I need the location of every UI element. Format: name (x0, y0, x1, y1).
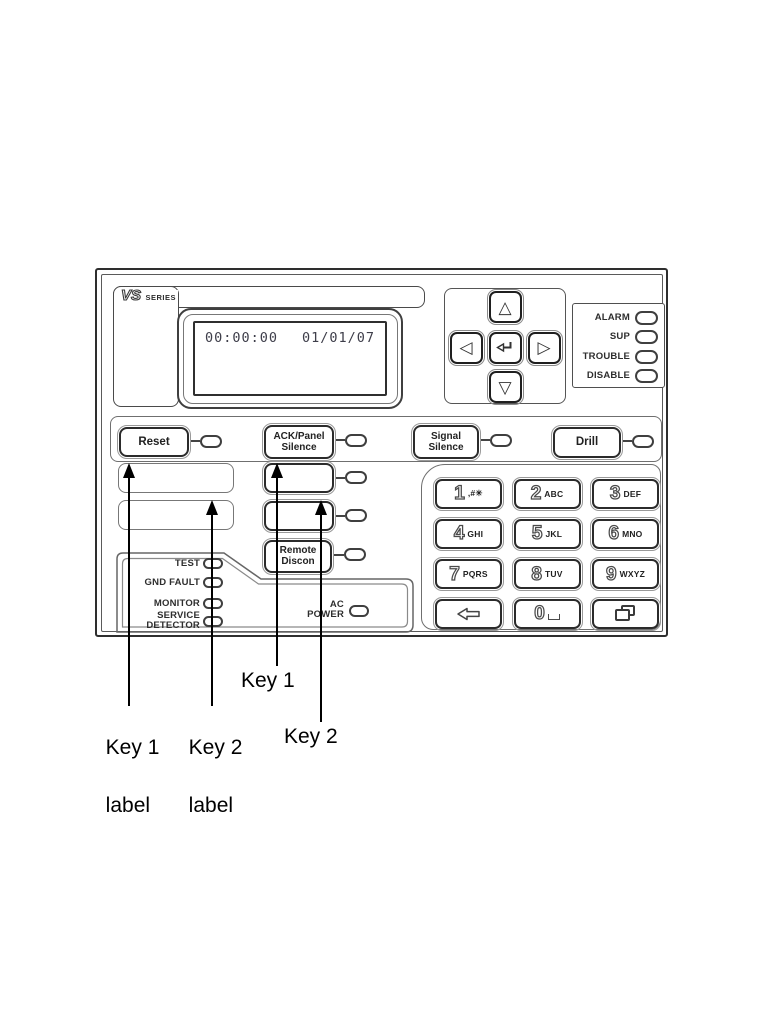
lower-left-section-outline (116, 552, 414, 633)
status-led-row-sup: SUP (573, 328, 664, 348)
status-led-row-disable: DISABLE (573, 367, 664, 387)
signal-led-indicator (490, 433, 512, 447)
status-led-panel: ALARM SUP TROUBLE DISABLE (572, 303, 665, 388)
annotation-key1-label: Key 1 label (105, 736, 160, 817)
signal-led-tail (481, 439, 490, 442)
right-triangle-icon: ▷ (537, 338, 551, 357)
panel-inner-border (100, 273, 663, 632)
lcd-date: 01/01/07 (301, 330, 375, 346)
key1-arrow-line (275, 477, 279, 666)
reset-led-tail (191, 440, 200, 443)
status-led-row-alarm: ALARM (573, 308, 664, 328)
ack-panel-silence-button[interactable]: ACK/Panel Silence (261, 422, 337, 462)
nav-up-button[interactable]: △ (486, 288, 524, 326)
keypad-section (421, 464, 661, 630)
nav-right-button[interactable]: ▷ (525, 329, 563, 366)
keypad-pages-key[interactable] (589, 596, 662, 631)
space-icon (547, 614, 560, 620)
key1-arrow-head (270, 463, 283, 478)
key1-label-arrow-line (127, 477, 131, 706)
enter-return-icon (496, 342, 512, 353)
monitor-led-label: MONITOR (153, 598, 200, 609)
signal-silence-button[interactable]: Signal Silence (410, 422, 482, 462)
ack-led-tail (336, 439, 345, 442)
drill-button[interactable]: Drill (550, 424, 624, 460)
key1-led-indicator (345, 471, 367, 484)
lcd-bezel (177, 308, 403, 409)
sup-led-indicator (635, 330, 658, 345)
series-logo-text: SERIES (145, 293, 176, 302)
nav-enter-button[interactable] (486, 329, 524, 366)
key2-led-indicator (345, 509, 367, 522)
nav-left-button[interactable]: ◁ (447, 329, 485, 366)
annotation-key1: Key 1 (241, 669, 295, 692)
up-triangle-icon: △ (498, 297, 512, 317)
lcd-display: 00:00:00 01/01/07 (193, 321, 387, 396)
key1-label-area (118, 462, 234, 493)
control-strip (110, 415, 662, 462)
drill-led-tail (623, 440, 632, 443)
remote-led-tail (334, 553, 344, 556)
disable-led-label: DISABLE (586, 370, 630, 382)
left-triangle-icon: ◁ (459, 338, 473, 357)
alarm-led-label: ALARM (594, 311, 630, 323)
pages-icon (615, 605, 636, 622)
down-triangle-icon: ▽ (498, 377, 512, 397)
reset-led-indicator (200, 434, 222, 448)
key2-arrow-head (314, 500, 327, 515)
status-led-row-trouble: TROUBLE (573, 347, 664, 367)
ac-power-led-indicator (349, 604, 369, 617)
keypad-key-1[interactable]: 1,#✳ (432, 476, 505, 511)
drill-button-label: Drill (575, 436, 599, 448)
key2-arrow-line (319, 514, 323, 722)
disable-led-indicator (635, 369, 658, 384)
ac-power-label: AC POWER (307, 599, 344, 620)
brand-corner-patch (116, 289, 178, 311)
fire-alarm-panel: VS SERIES 00:00:00 01/01/07 △ ◁ ▷ ▽ ALAR… (95, 268, 668, 637)
key2-label-arrow-head (205, 500, 218, 515)
trouble-led-label: TROUBLE (582, 350, 630, 362)
nav-down-button[interactable]: ▽ (486, 368, 524, 406)
reset-button-label: Reset (138, 436, 170, 448)
lcd-bezel-inner (182, 313, 398, 404)
key2-label-arrow-line (210, 514, 214, 706)
vs-series-logo: VS SERIES (120, 286, 176, 305)
remote-led-indicator (344, 548, 366, 561)
sup-led-label: SUP (609, 331, 630, 343)
annotation-key2: Key 2 (284, 725, 338, 748)
service-detector-led-label: SERVICE DETECTOR (146, 610, 200, 631)
gnd-fault-led-label: GND FAULT (144, 577, 200, 588)
key1-label-arrow-head (122, 463, 135, 478)
signal-silence-label: Signal Silence (428, 431, 464, 453)
ack-led-indicator (345, 433, 367, 447)
alarm-led-indicator (635, 310, 658, 325)
lcd-time: 00:00:00 (205, 330, 279, 346)
ack-panel-silence-label: ACK/Panel Silence (273, 431, 325, 453)
backspace-arrow-icon (457, 607, 480, 620)
key1-led-tail (336, 476, 345, 479)
keypad-backspace-key[interactable] (432, 596, 505, 631)
key2-led-tail (336, 514, 345, 517)
keypad-zero-key[interactable]: 0 (511, 596, 583, 631)
annotation-key2-label: Key 2 label (188, 736, 243, 817)
remote-discon-label: Remote Discon (279, 545, 317, 567)
test-led-label: TEST (174, 558, 200, 569)
drill-led-indicator (632, 434, 654, 448)
vs-logo-text: VS (120, 286, 142, 304)
reset-button[interactable]: Reset (116, 424, 192, 460)
trouble-led-indicator (635, 349, 658, 364)
